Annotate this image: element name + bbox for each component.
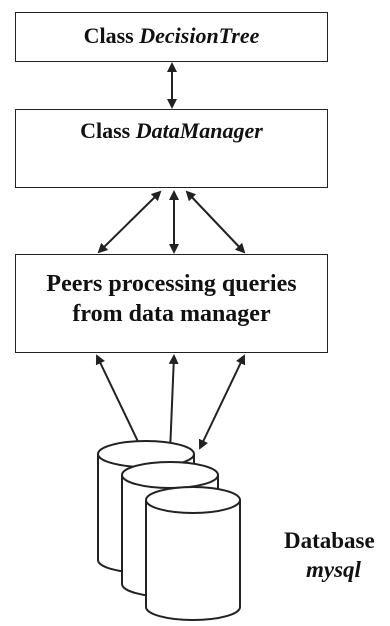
decision-tree-name: DecisionTree <box>139 23 260 48</box>
database-label: Database <box>284 528 375 553</box>
data-manager-prefix: Class <box>80 118 136 143</box>
database-cylinder-front <box>145 486 241 621</box>
arrow-datamanager-peers-left <box>97 190 162 254</box>
peers-label-line2: from data manager <box>72 301 271 327</box>
database-engine: mysql <box>306 557 361 582</box>
decision-tree-box: Class DecisionTree <box>15 12 328 62</box>
arrow-datamanager-peers-right <box>185 190 246 254</box>
peers-label-line1: Peers processing queries <box>46 271 297 297</box>
arrow-peers-database-center <box>165 354 179 454</box>
data-manager-box: Class DataManager <box>15 109 328 188</box>
database-caption: Database mysql <box>284 526 388 584</box>
data-manager-name: DataManager <box>135 118 263 143</box>
arrow-peers-database-right <box>198 354 246 450</box>
peers-box: Peers processing queries from data manag… <box>15 254 328 353</box>
decision-tree-prefix: Class <box>83 23 140 48</box>
arrow-peers-database-left <box>95 354 145 454</box>
